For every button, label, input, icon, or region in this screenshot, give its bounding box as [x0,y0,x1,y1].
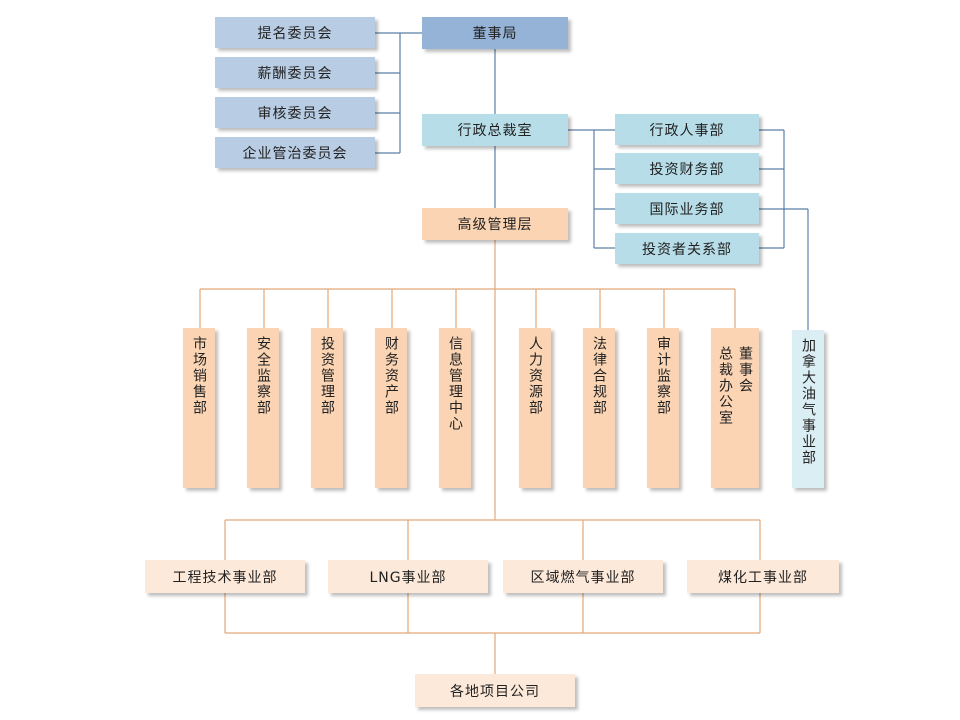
committee-label: 提名委员会 [257,25,333,42]
dept-board-gm-office: 董事会 总裁办公室 [711,328,759,488]
dept-hr: 人力资源部 [519,328,551,488]
committee-label: 企业管治委员会 [242,145,348,162]
dept-label: 人力资源部 [527,336,543,416]
dept-label: 市场销售部 [191,336,207,416]
unit-label: 区域燃气事业部 [530,569,636,586]
admin-dept-label: 行政人事部 [649,122,725,139]
board-label: 董事局 [472,26,518,42]
unit-coal-chemical: 煤化工事业部 [687,560,839,593]
admin-dept-label: 投资财务部 [649,161,725,178]
admin-dept-label: 投资者关系部 [642,241,732,258]
unit-label: LNG事业部 [369,569,447,586]
dept-label: 信息管理中心 [447,336,463,432]
projects-label: 各地项目公司 [450,683,540,700]
dept-label: 财务资产部 [383,336,399,416]
dept-label: 审计监察部 [655,336,671,416]
president-office-label: 行政总裁室 [457,123,533,139]
president-office: 行政总裁室 [422,114,568,146]
committee-label: 审核委员会 [257,105,333,122]
unit-label: 工程技术事业部 [172,569,278,586]
committee-audit: 审核委员会 [215,97,375,128]
dept-investment-mgmt: 投资管理部 [311,328,343,488]
dept-it-center: 信息管理中心 [439,328,471,488]
committee-nomination: 提名委员会 [215,17,375,48]
canada-unit-label: 加拿大油气事业部 [800,338,816,466]
dept-label: 投资管理部 [319,336,335,416]
committee-remuneration: 薪酬委员会 [215,57,375,88]
board-of-directors: 董事局 [422,17,568,49]
unit-lng: LNG事业部 [328,560,488,593]
committee-label: 薪酬委员会 [257,65,333,82]
gm-office-col1: 董事会 [737,346,753,394]
dept-safety: 安全监察部 [247,328,279,488]
dept-legal: 法律合规部 [583,328,615,488]
admin-dept-label: 国际业务部 [649,201,725,218]
unit-label: 煤化工事业部 [718,569,808,586]
senior-management: 高级管理层 [422,208,568,240]
canada-oil-gas-unit: 加拿大油气事业部 [792,330,824,488]
unit-regional-gas: 区域燃气事业部 [503,560,663,593]
senior-mgmt-label: 高级管理层 [457,217,533,233]
dept-finance-assets: 财务资产部 [375,328,407,488]
committee-governance: 企业管治委员会 [215,137,375,168]
investor-relations-dept: 投资者关系部 [615,233,759,264]
unit-engineering: 工程技术事业部 [145,560,305,593]
dept-label: 法律合规部 [591,336,607,416]
international-business-dept: 国际业务部 [615,193,759,224]
investment-finance-dept: 投资财务部 [615,153,759,184]
dept-label: 安全监察部 [255,336,271,416]
admin-hr-dept: 行政人事部 [615,114,759,145]
dept-audit: 审计监察部 [647,328,679,488]
local-project-companies: 各地项目公司 [415,674,575,707]
gm-office-col2: 总裁办公室 [717,346,733,426]
dept-marketing: 市场销售部 [183,328,215,488]
